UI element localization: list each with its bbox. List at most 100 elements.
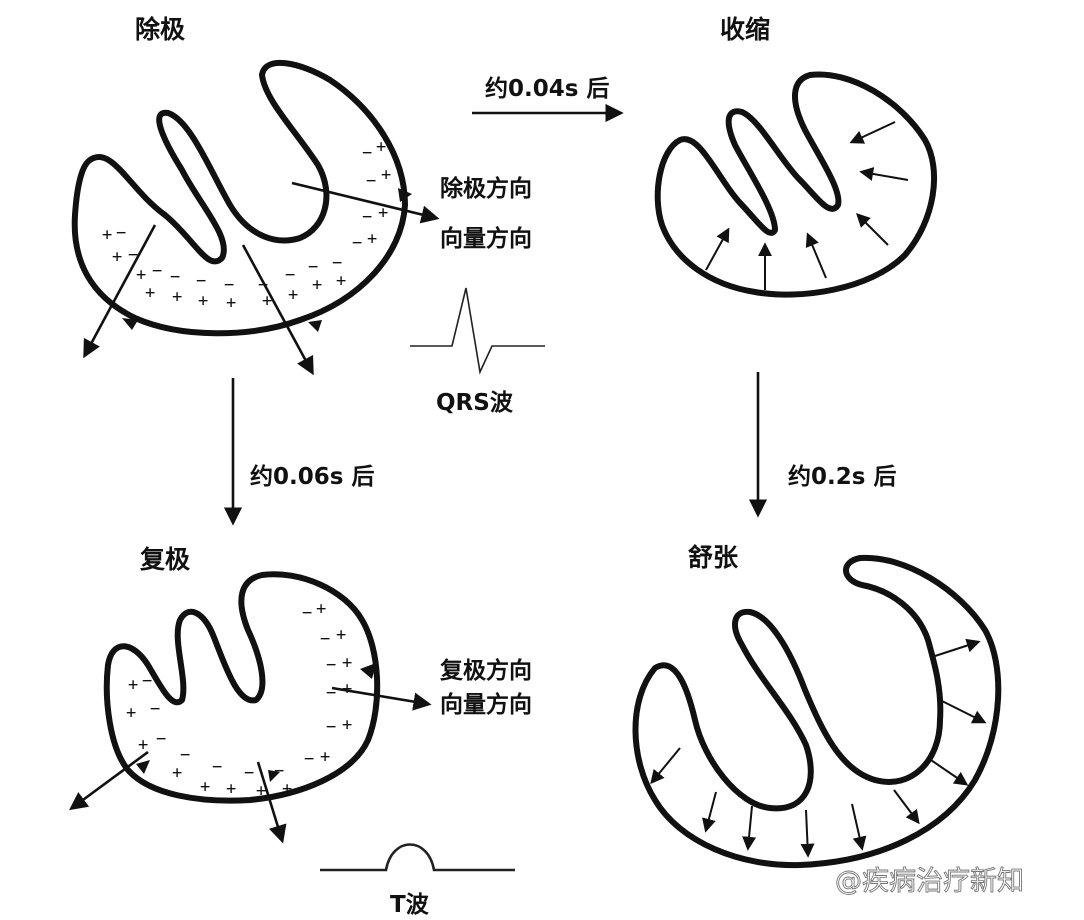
heart-outline-repolarization xyxy=(103,571,381,804)
charge-minus: − xyxy=(285,265,295,285)
charge-minus: − xyxy=(196,271,206,291)
repolarization-direction-arrowhead xyxy=(360,663,376,679)
vector-arrow-lower-left xyxy=(69,750,149,811)
charge-minus: − xyxy=(180,745,190,765)
relaxation-arrow xyxy=(702,791,717,833)
transition-to-repolarization: 约0.06s 后 xyxy=(223,378,374,526)
contraction-title: 收缩 xyxy=(720,15,770,44)
depolarization-title: 除极 xyxy=(135,15,185,44)
charge-plus: + xyxy=(102,225,112,245)
repolarization-direction-arrowhead xyxy=(268,770,280,782)
relaxation-arrow xyxy=(893,789,920,825)
contraction-arrow xyxy=(705,227,730,271)
charge-plus: + xyxy=(112,247,122,267)
depolarization-direction-label: 除极方向 xyxy=(440,175,532,202)
relaxation-panel: 舒张 xyxy=(632,543,1002,869)
charge-plus: + xyxy=(136,265,146,285)
vector-arrow-right xyxy=(331,686,432,711)
charge-minus: − xyxy=(326,717,336,737)
transition-to-relaxation: 约0.2s 后 xyxy=(748,372,896,518)
charge-minus: − xyxy=(304,749,314,769)
charge-minus: − xyxy=(170,267,180,287)
charge-minus: − xyxy=(308,257,318,277)
repolarization-direction-label: 复极方向 xyxy=(439,657,532,684)
relaxation-arrow xyxy=(927,757,969,786)
charge-plus: + xyxy=(200,777,210,797)
vector-arrow-lower-right xyxy=(256,761,287,844)
charge-plus: + xyxy=(316,599,326,619)
charge-minus: − xyxy=(212,757,222,777)
relaxation-arrow xyxy=(742,805,757,851)
charge-minus: − xyxy=(366,171,376,191)
charge-plus: + xyxy=(342,653,352,673)
vector-arrow-right xyxy=(291,181,440,224)
charge-plus: + xyxy=(342,715,352,735)
charge-minus: − xyxy=(224,275,234,295)
charge-plus: + xyxy=(262,291,272,311)
charge-minus: − xyxy=(152,261,162,281)
heart-outline-relaxation xyxy=(632,554,1002,869)
charge-plus: + xyxy=(288,285,298,305)
charge-plus: + xyxy=(138,735,148,755)
relaxation-arrow xyxy=(851,803,867,851)
charge-plus: + xyxy=(367,229,377,249)
relaxation-title: 舒张 xyxy=(688,543,739,572)
charge-minus: − xyxy=(362,207,372,227)
charge-minus: − xyxy=(320,629,330,649)
charge-plus: + xyxy=(376,137,386,157)
transition-label-repolarization: 约0.06s 后 xyxy=(250,463,374,490)
transition-to-contraction: 约0.04s 后 xyxy=(472,75,624,123)
charge-plus: + xyxy=(226,293,236,313)
charge-plus: + xyxy=(198,291,208,311)
relaxation-arrow xyxy=(650,747,681,785)
charge-plus: + xyxy=(282,779,292,799)
repolarization-panel: 复极 − + − + − + − + − + − + + − + − + − +… xyxy=(69,545,532,918)
charge-minus: − xyxy=(352,233,362,253)
charge-minus: − xyxy=(142,671,152,691)
contraction-arrow xyxy=(849,121,896,144)
charge-minus: − xyxy=(128,245,138,265)
repolarization-direction-arrowhead xyxy=(136,760,150,774)
transition-label-contraction: 约0.04s 后 xyxy=(485,75,609,102)
qrs-wave-label: QRS波 xyxy=(436,390,514,416)
charge-minus: − xyxy=(156,729,166,749)
contraction-arrow xyxy=(805,232,827,279)
relaxation-arrow xyxy=(800,809,815,858)
t-wave-label: T波 xyxy=(390,892,430,918)
charge-plus: + xyxy=(381,165,391,185)
charge-minus: − xyxy=(326,655,336,675)
charge-plus: + xyxy=(128,675,138,695)
charge-plus: + xyxy=(256,781,266,801)
depolarization-direction-arrowhead xyxy=(122,318,138,330)
relaxation-arrow xyxy=(939,699,987,724)
depolarization-direction-arrowhead xyxy=(308,320,322,332)
charge-minus: − xyxy=(150,699,160,719)
relaxation-arrow xyxy=(934,638,981,657)
charge-plus: + xyxy=(172,763,182,783)
heart-outline-contraction xyxy=(654,71,938,298)
contraction-arrow xyxy=(859,167,909,181)
watermark-text: @疾病治疗新知 xyxy=(835,866,1024,897)
charge-minus: − xyxy=(116,223,126,243)
charge-signs-repolarization: − + − + − + − + − + − + + − + − + − + − … xyxy=(126,599,352,801)
charge-signs-depolarization: − + − + − + − + + − + − + − + − + − + − … xyxy=(102,137,391,313)
depolarization-panel: 除极 − + − + − + − + + − + − + − + − + − +… xyxy=(71,15,545,416)
repolarization-title: 复极 xyxy=(140,545,190,574)
charge-minus: − xyxy=(258,275,268,295)
charge-minus: − xyxy=(362,143,372,163)
charge-plus: + xyxy=(342,679,352,699)
charge-plus: + xyxy=(226,779,236,799)
charge-minus: − xyxy=(302,603,312,623)
contraction-panel: 收缩 xyxy=(654,15,938,298)
contraction-arrow xyxy=(856,213,889,246)
heart-outline-depolarization xyxy=(71,59,408,337)
depolarization-direction-arrowhead xyxy=(398,188,412,202)
charge-minus: − xyxy=(326,683,336,703)
qrs-wave-trace xyxy=(410,287,545,375)
charge-plus: + xyxy=(320,747,330,767)
vector-arrow-lower-left xyxy=(83,224,157,359)
charge-plus: + xyxy=(336,625,346,645)
charge-plus: + xyxy=(126,703,136,723)
charge-minus: − xyxy=(332,253,342,273)
